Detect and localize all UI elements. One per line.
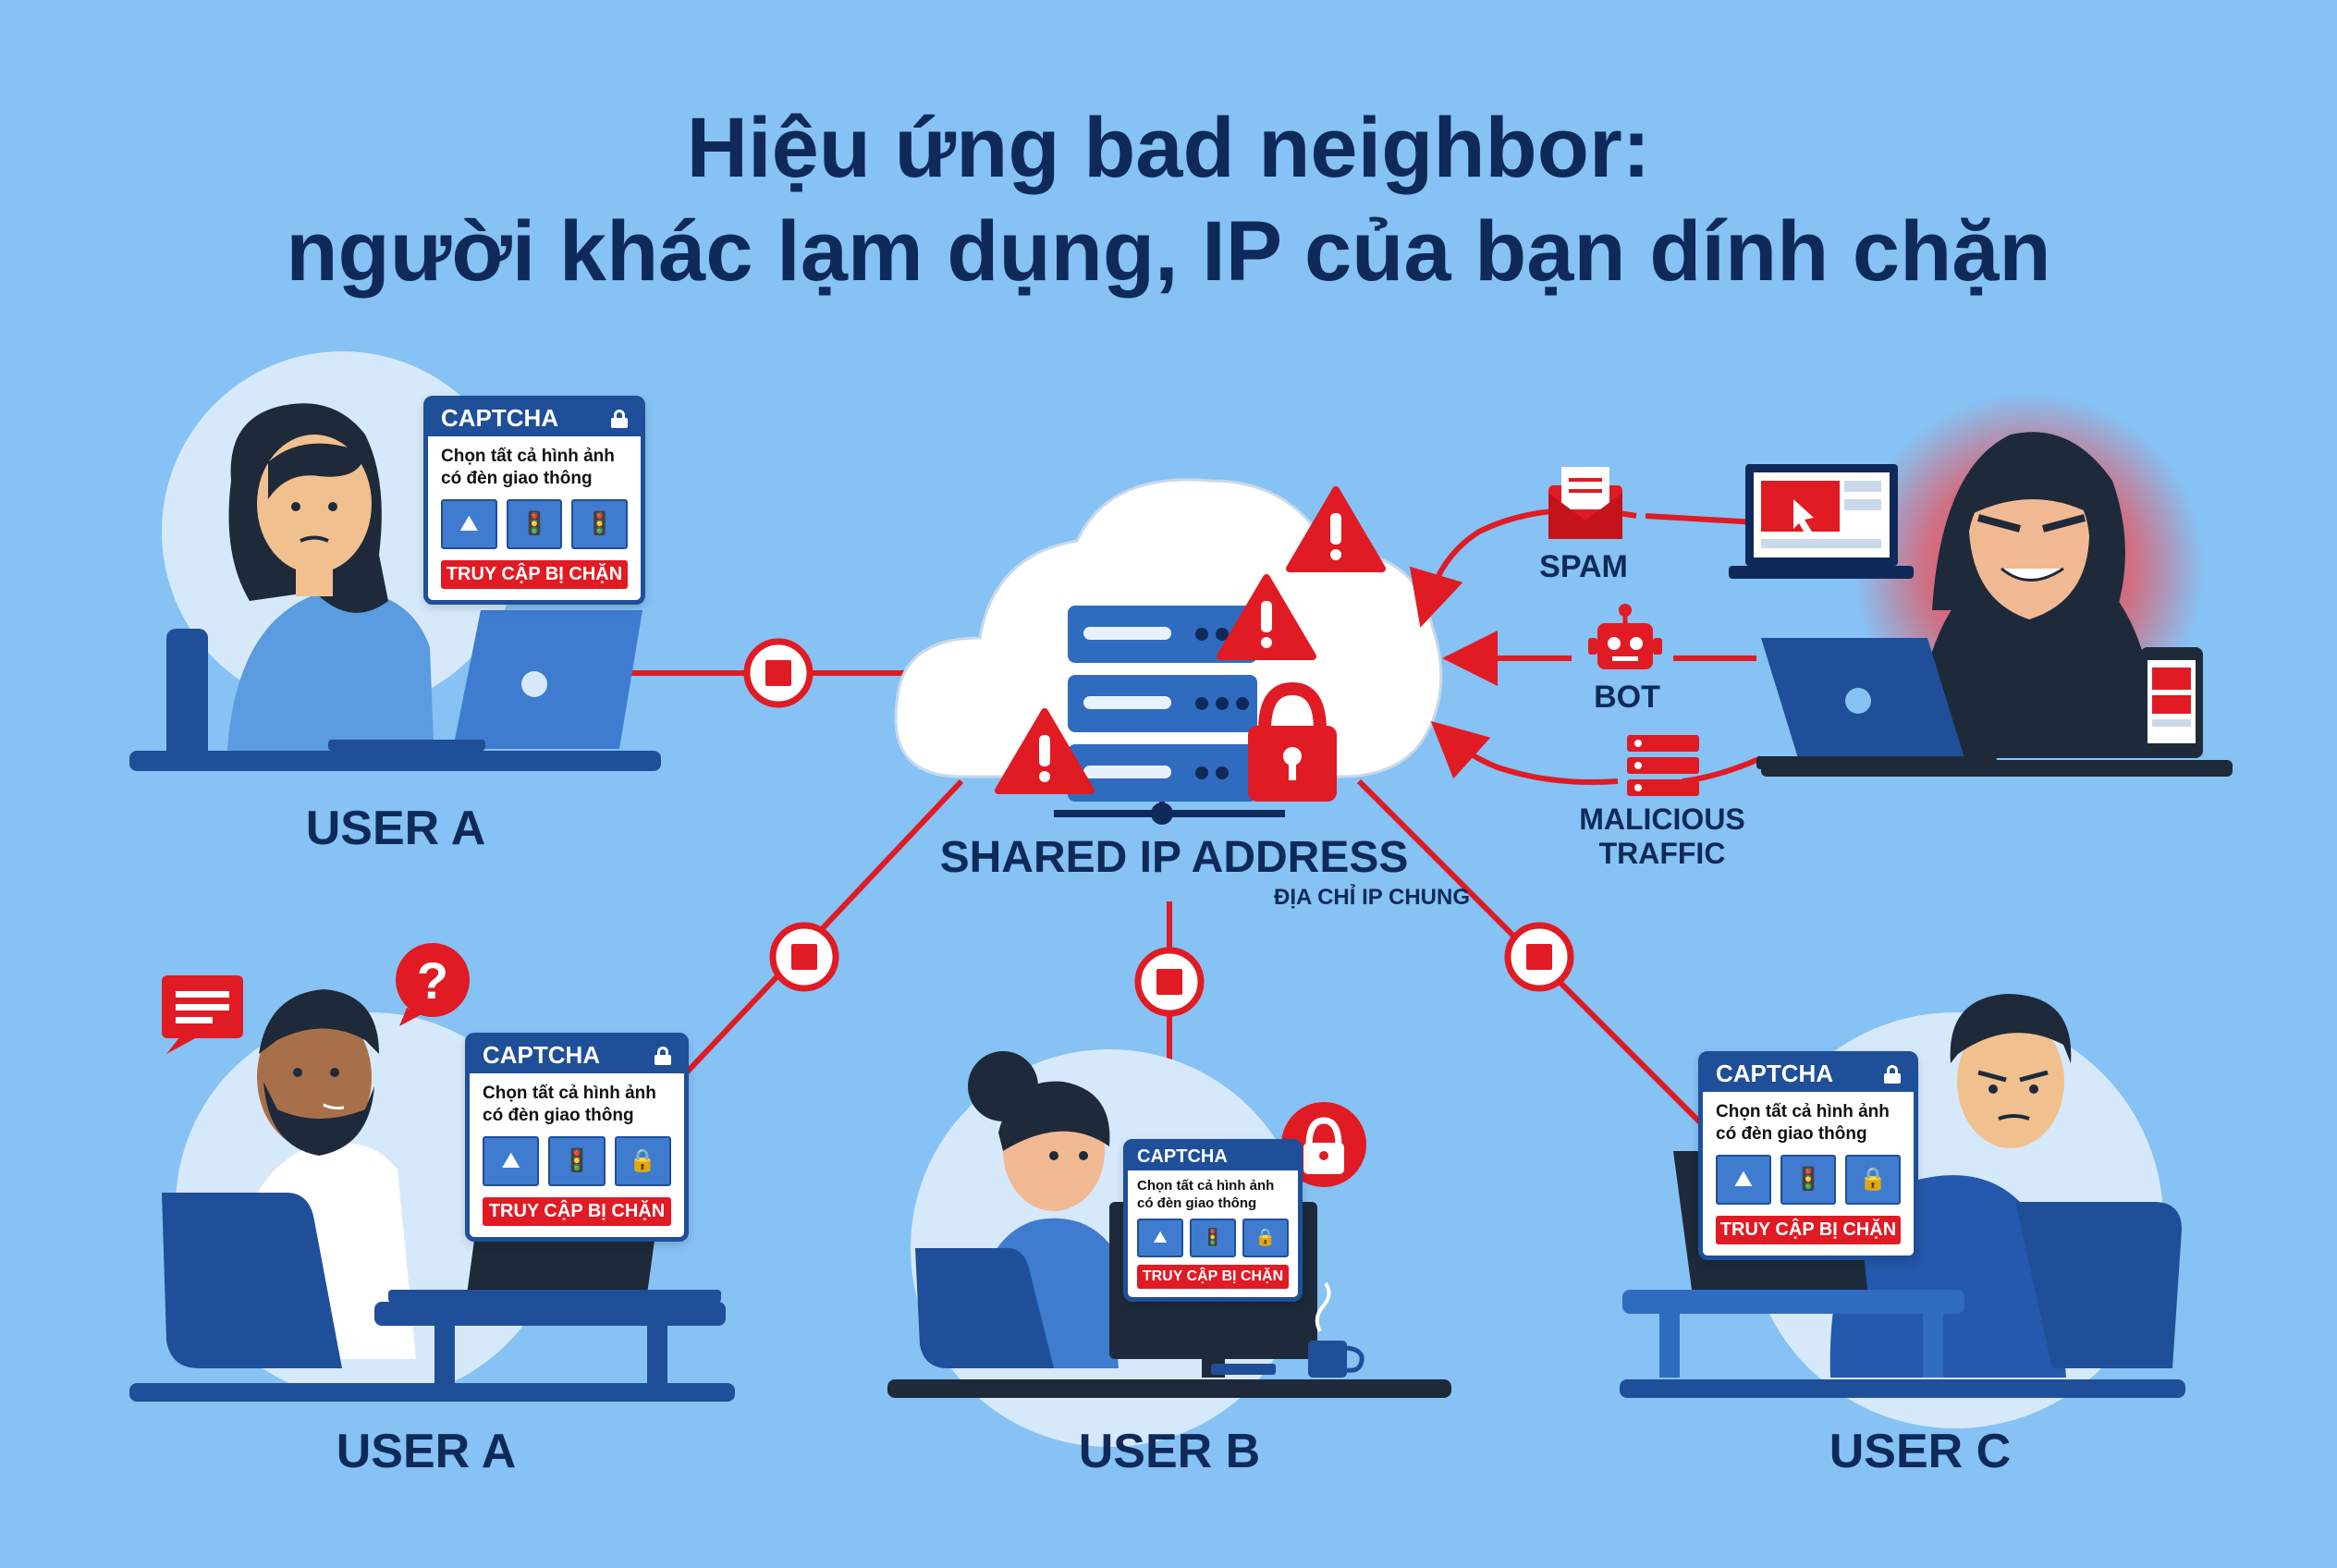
captcha-tile[interactable]: 🔒 [1845, 1154, 1901, 1205]
title-line-1: Hiệu ứng bad neighbor: [686, 101, 1651, 195]
access-blocked-badge: TRUY CẬP BỊ CHẶN [441, 559, 628, 589]
spam-envelope-icon [1548, 467, 1622, 539]
traffic-light-icon: 🚦 [1202, 1228, 1224, 1246]
mountain-image-icon: ⛰ [1153, 1228, 1168, 1246]
title-line-2: người khác lạm dụng, IP của bạn dính chặ… [286, 204, 2051, 299]
block-marker-user-a-top [743, 638, 814, 708]
warning-icon [995, 708, 1095, 794]
hacker-figure [1854, 393, 2205, 758]
mountain-image-icon: ⛰ [459, 510, 479, 536]
captcha-tile[interactable]: 🚦 [1780, 1154, 1836, 1205]
captcha-tile[interactable]: ⛰ [483, 1135, 540, 1186]
captcha-prompt-line-1: Chọn tất cả hình ảnh [483, 1084, 656, 1103]
user-a-top-label: USER A [305, 802, 486, 855]
shared-ip-label: SHARED IP ADDRESS [939, 833, 1409, 882]
shared-ip-sublabel: ĐỊA CHỈ IP CHUNG [1273, 885, 1470, 910]
warning-icon [1217, 574, 1316, 660]
block-marker-user-c [1504, 922, 1574, 992]
captcha-tile[interactable]: 🚦 [571, 498, 629, 549]
spam-label: SPAM [1539, 549, 1628, 584]
user-b-desk-icon [887, 1379, 1451, 1398]
captcha-tile[interactable]: 🔒 [1242, 1218, 1289, 1257]
traffic-light-icon: 🚦 [563, 1148, 591, 1173]
bot-icon [1588, 604, 1662, 669]
user-a-top-chair-icon [166, 629, 208, 767]
hacker-monitor-icon [1729, 464, 1914, 579]
captcha-header: CAPTCHA [483, 1041, 601, 1069]
captcha-card-user-c: CAPTCHA Chọn tất cả hình ảnh có đèn giao … [1698, 1051, 1918, 1260]
coffee-mug-icon [1308, 1281, 1364, 1378]
mountain-image-icon: ⛰ [501, 1147, 520, 1173]
captcha-header: CAPTCHA [1716, 1060, 1834, 1087]
user-b-chair-icon [915, 1248, 1054, 1368]
user-b-lock-badge-icon [1281, 1102, 1366, 1187]
svg-text:?: ? [417, 951, 448, 1010]
captcha-header: CAPTCHA [441, 404, 559, 432]
question-bubble-icon: ? [396, 943, 470, 1026]
user-a-bottom-chair-icon [162, 1193, 342, 1368]
captcha-card-user-a-bottom: CAPTCHA Chọn tất cả hình ảnh có đèn giao … [465, 1033, 689, 1242]
traffic-light-icon: 🚦 [1794, 1167, 1822, 1192]
captcha-tile[interactable]: 🚦 [548, 1135, 606, 1186]
user-c-chair-icon [2015, 1202, 2182, 1368]
user-a-bottom-label: USER A [336, 1425, 517, 1478]
access-blocked-badge: TRUY CẬP BỊ CHẶN [1716, 1215, 1901, 1244]
arrow-malicious [1430, 720, 1619, 785]
malicious-traffic-icon [1627, 735, 1699, 796]
traffic-light-icon: 🚦 [585, 511, 614, 536]
arrow-spam-tail [1645, 513, 1757, 525]
captcha-tile[interactable]: ⛰ [1137, 1218, 1183, 1257]
hacker-laptop-icon [1756, 638, 2233, 777]
malicious-label-2: TRAFFIC [1598, 837, 1726, 870]
captcha-tile[interactable]: 🔒 [614, 1135, 671, 1186]
block-marker-user-b [1134, 947, 1205, 1017]
mountain-image-icon: ⛰ [1733, 1166, 1754, 1192]
warning-icon [1286, 486, 1386, 572]
captcha-card-user-a-top: CAPTCHA Chọn tất cả hình ảnh có đèn giao … [423, 396, 645, 605]
block-marker-user-a-bottom [769, 922, 839, 992]
captcha-prompt-line-2: có đèn giao thông [441, 468, 593, 488]
lock-icon [655, 1046, 671, 1065]
access-blocked-badge: TRUY CẬP BỊ CHẶN [483, 1196, 671, 1226]
captcha-tile[interactable]: ⛰ [1716, 1154, 1771, 1205]
padlock-tile-icon: 🔒 [1859, 1167, 1887, 1192]
captcha-prompt-line-1: Chọn tất cả hình ảnh [1137, 1178, 1275, 1194]
chat-bubble-icon [162, 975, 243, 1054]
server-icon [1054, 606, 1285, 825]
captcha-tile[interactable]: ⛰ [441, 498, 497, 549]
captcha-tile[interactable]: 🚦 [1190, 1218, 1236, 1257]
lock-icon [611, 409, 628, 428]
captcha-tile[interactable]: 🚦 [506, 498, 563, 549]
access-blocked-badge: TRUY CẬP BỊ CHẶN [1137, 1264, 1289, 1289]
padlock-icon [1248, 681, 1337, 802]
traffic-light-icon: 🚦 [520, 511, 548, 536]
user-a-top-laptop-icon [129, 610, 661, 771]
user-c-label: USER C [1829, 1425, 2012, 1478]
captcha-prompt-line-2: có đèn giao thông [1137, 1194, 1257, 1211]
lock-icon [1884, 1064, 1901, 1084]
captcha-prompt-line-1: Chọn tất cả hình ảnh [441, 447, 615, 466]
block-markers [743, 638, 1574, 1017]
captcha-header: CAPTCHA [1137, 1146, 1228, 1167]
captcha-prompt-line-2: có đèn giao thông [483, 1105, 634, 1125]
hacker-phone-icon [2140, 647, 2203, 758]
captcha-prompt-line-1: Chọn tất cả hình ảnh [1716, 1102, 1890, 1121]
captcha-prompt-line-2: có đèn giao thông [1716, 1123, 1867, 1144]
bot-label: BOT [1594, 680, 1660, 715]
user-b-label: USER B [1078, 1425, 1261, 1478]
padlock-tile-icon: 🔒 [629, 1148, 657, 1173]
padlock-tile-icon: 🔒 [1254, 1228, 1277, 1246]
malicious-label-1: MALICIOUS [1579, 802, 1745, 836]
